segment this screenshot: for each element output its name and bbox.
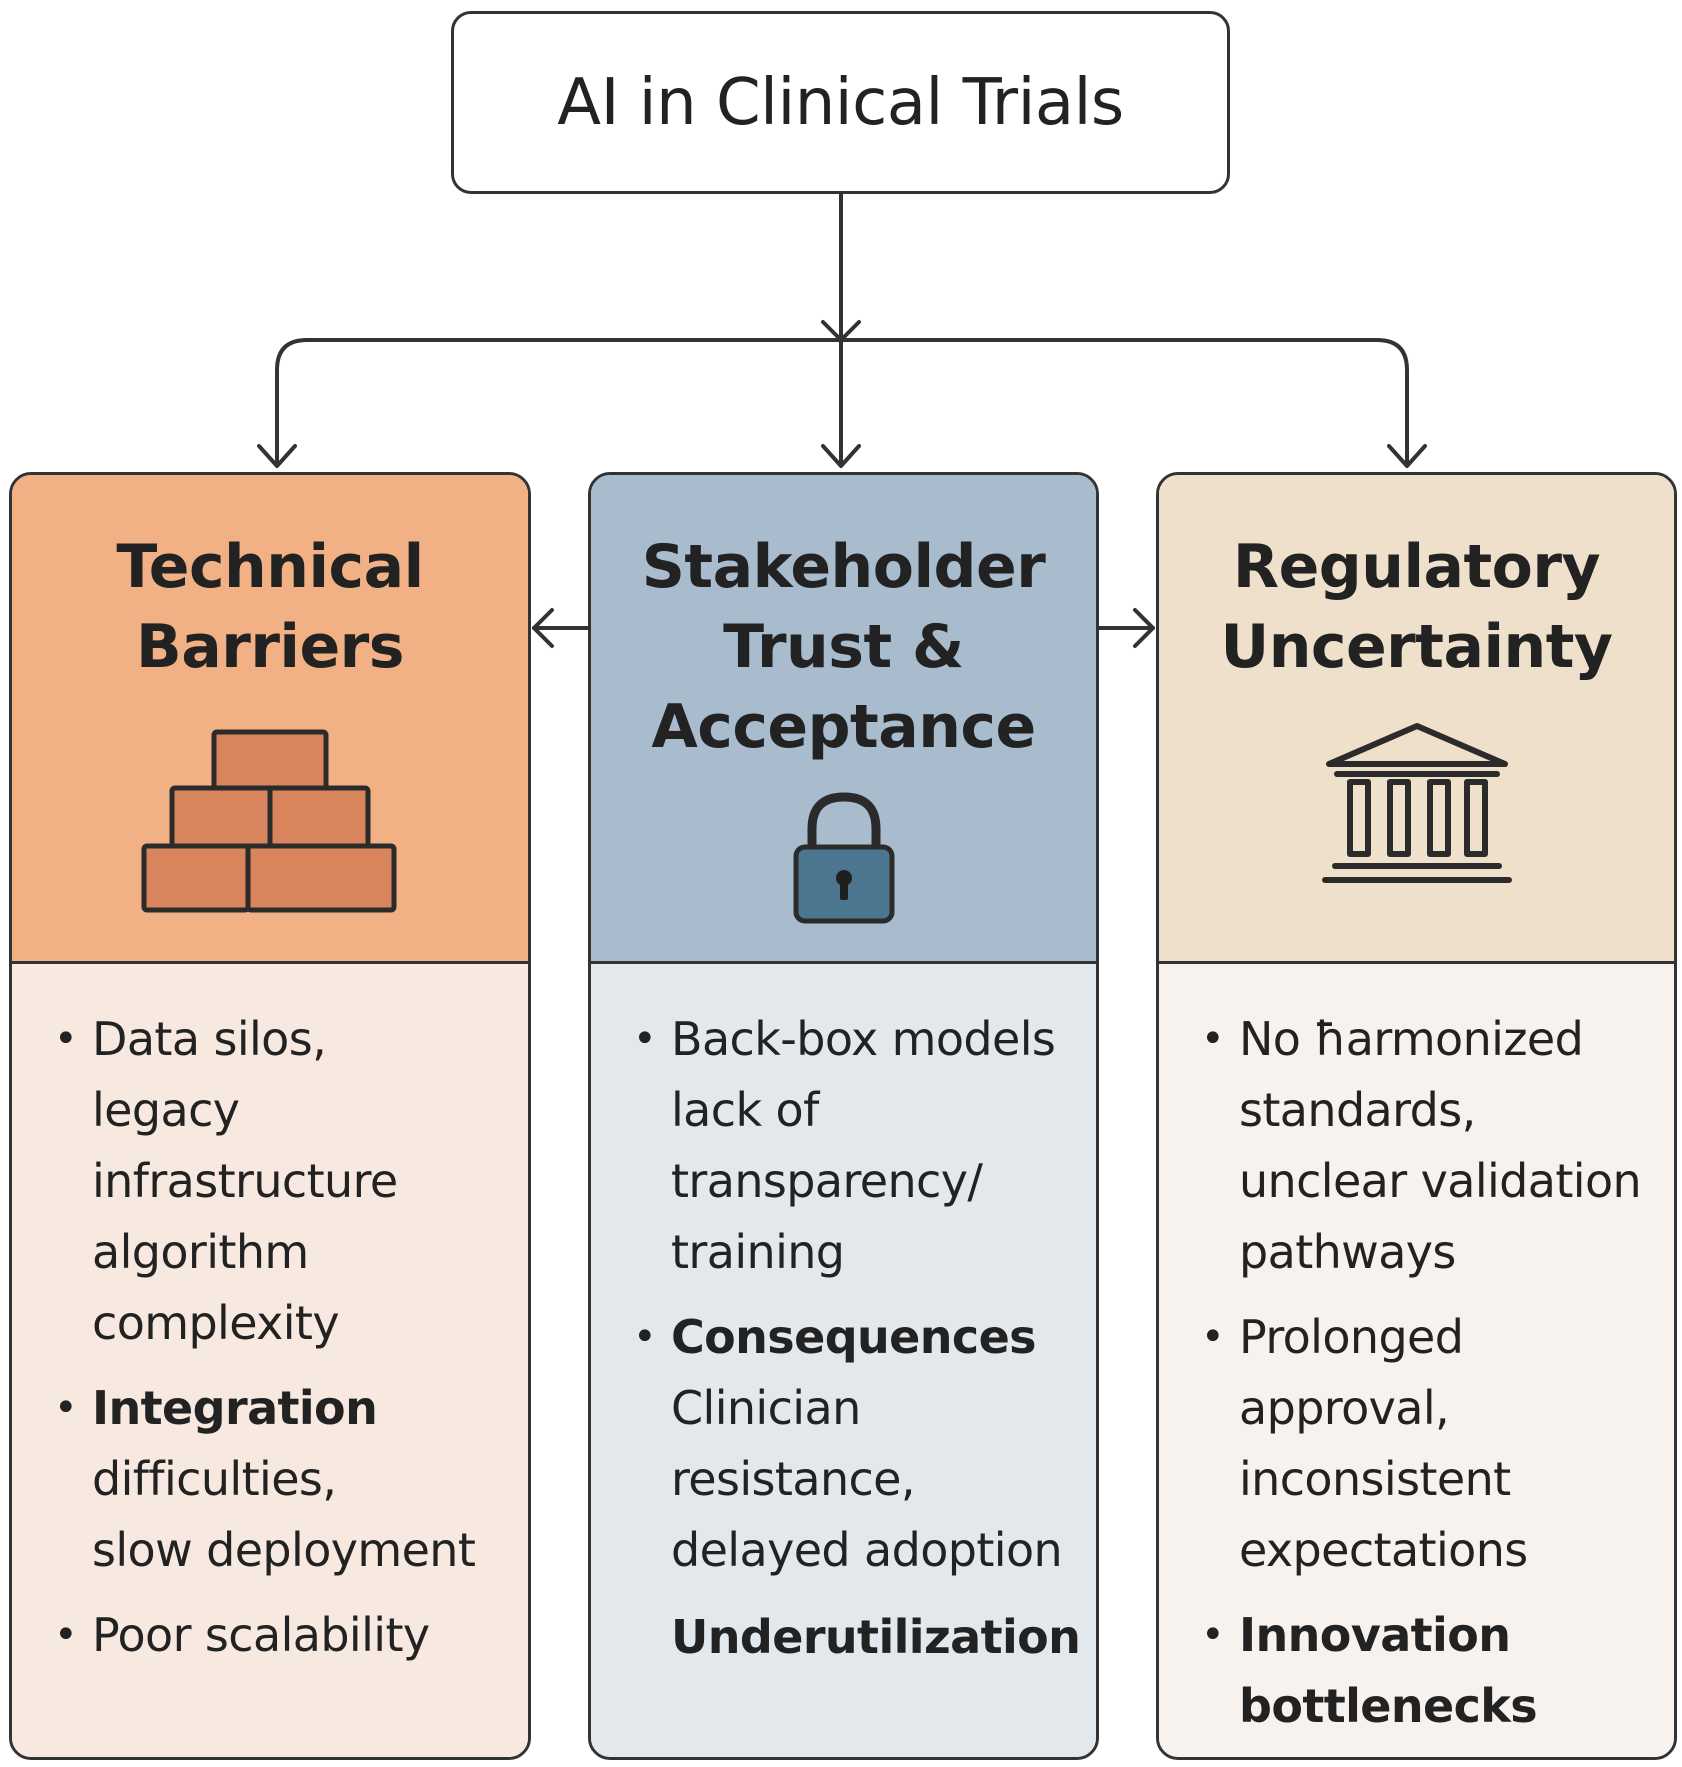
- side-arrowhead-right: [1133, 608, 1155, 648]
- bullet-list: • Data silos, legacy infrastructure algo…: [48, 1004, 518, 1685]
- root-node: AI in Clinical Trials: [451, 11, 1230, 194]
- bullet-list: • No ħarmonized standards, unclear valid…: [1195, 1004, 1664, 1756]
- bullet-item: • Poor scalability: [54, 1608, 430, 1662]
- arrowhead-regulatory: [1387, 444, 1427, 468]
- branch-line-left: [275, 338, 843, 466]
- arrowhead-technical: [257, 444, 297, 468]
- government-building-icon: [1321, 723, 1512, 883]
- bullet-list: • Back-box models lack of transparency/ …: [627, 1004, 1086, 1687]
- card-header: Stakeholder Trust & Acceptance: [591, 475, 1096, 964]
- bullet-item: • Consequences Clinician resistance, del…: [633, 1310, 1081, 1664]
- card-header: Technical Barriers: [12, 475, 528, 964]
- bullet-item: • Innovation bottlenecks: [1201, 1608, 1538, 1733]
- bullet-item: • No ħarmonized standards, unclear valid…: [1201, 1012, 1642, 1279]
- bullet-item: • Integration difficulties, slow deploym…: [54, 1381, 476, 1577]
- brick-wall-icon: [141, 729, 397, 913]
- card-title: Stakeholder Trust & Acceptance: [641, 532, 1046, 762]
- bullet-item: • Back-box models lack of transparency/ …: [633, 1012, 1056, 1279]
- card-body: • No ħarmonized standards, unclear valid…: [1159, 964, 1674, 1757]
- arrowhead-stakeholder: [821, 444, 861, 468]
- card-stakeholder-trust: Stakeholder Trust & Acceptance • Back-bo…: [588, 472, 1099, 1760]
- padlock-icon: [793, 792, 894, 924]
- bullet-item: • Data silos, legacy infrastructure algo…: [54, 1012, 398, 1350]
- card-body: • Back-box models lack of transparency/ …: [591, 964, 1096, 1757]
- card-regulatory-uncertainty: Regulatory Uncertainty • No ħarmonized s…: [1156, 472, 1677, 1760]
- card-body: • Data silos, legacy infrastructure algo…: [12, 964, 528, 1757]
- card-title: Technical Barriers: [116, 532, 424, 682]
- root-title: AI in Clinical Trials: [557, 65, 1124, 140]
- card-header: Regulatory Uncertainty: [1159, 475, 1674, 964]
- card-title: Regulatory Uncertainty: [1220, 532, 1613, 682]
- side-arrowhead-left: [532, 608, 554, 648]
- branch-line-right: [839, 338, 1409, 466]
- card-technical-barriers: Technical Barriers • Data silos, legacy …: [9, 472, 531, 1760]
- bullet-item: • Prolonged approval, inconsistent expec…: [1201, 1310, 1528, 1577]
